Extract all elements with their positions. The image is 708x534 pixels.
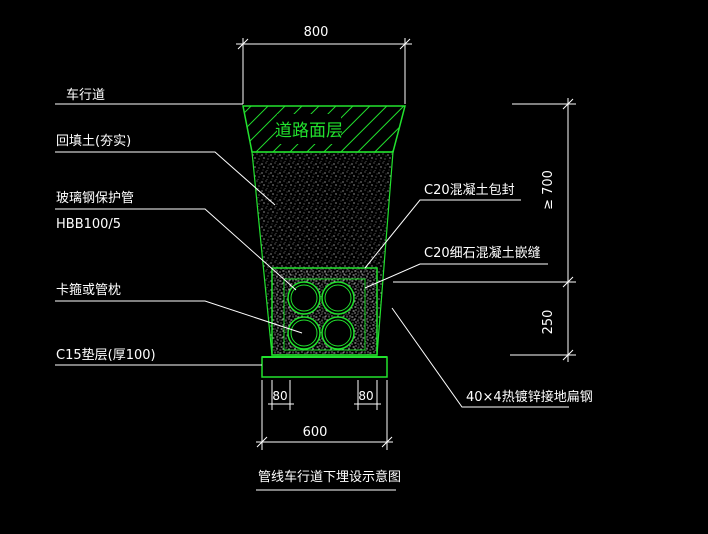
base-layer bbox=[261, 356, 388, 378]
dim-top-width: 800 bbox=[304, 25, 329, 40]
pipe-circle bbox=[321, 281, 355, 315]
dimension-text: 800 80 80 600 ≥ 700 250 bbox=[272, 25, 556, 440]
label-carriageway: 车行道 bbox=[66, 87, 105, 103]
dim-depth-cover: ≥ 700 bbox=[541, 170, 556, 210]
label-c20-fine-joint: C20细石混凝土嵌缝 bbox=[424, 245, 541, 261]
annotation-labels: 车行道 回填土(夯实) 玻璃钢保护管 HBB100/5 卡箍或管枕 C15垫层(… bbox=[56, 87, 593, 405]
leader-lines bbox=[55, 103, 569, 408]
label-base-layer: C15垫层(厚100) bbox=[56, 347, 156, 363]
label-frp-pipe: 玻璃钢保护管 bbox=[56, 191, 134, 206]
road-surface-label-box bbox=[277, 114, 341, 144]
dim-depth-pipe: 250 bbox=[541, 310, 556, 335]
trench-structure: 道路面层 bbox=[242, 105, 406, 378]
dim-margin-right: 80 bbox=[358, 389, 373, 403]
dim-bottom-width: 600 bbox=[303, 425, 328, 440]
label-c20-encase: C20混凝土包封 bbox=[424, 182, 515, 198]
pipe-circle bbox=[287, 316, 321, 350]
pipe-circle bbox=[324, 284, 352, 312]
pipe-bundle-frame bbox=[283, 278, 366, 351]
label-backfill: 回填土(夯实) bbox=[56, 134, 131, 149]
drawing-title: 管线车行道下埋设示意图 bbox=[258, 469, 401, 485]
pipe-circle bbox=[324, 319, 352, 347]
dim-margin-left: 80 bbox=[272, 389, 287, 403]
dimension-lines bbox=[236, 38, 576, 450]
label-clamp: 卡箍或管枕 bbox=[56, 282, 121, 298]
road-surface-label: 道路面层 bbox=[275, 121, 343, 141]
frp-pipes bbox=[287, 281, 355, 350]
pipe-circle bbox=[321, 316, 355, 350]
label-frp-pipe-model: HBB100/5 bbox=[56, 217, 121, 232]
label-ground-steel: 40×4热镀锌接地扁钢 bbox=[466, 389, 593, 405]
pipe-circle bbox=[290, 284, 318, 312]
pipe-circle bbox=[290, 319, 318, 347]
